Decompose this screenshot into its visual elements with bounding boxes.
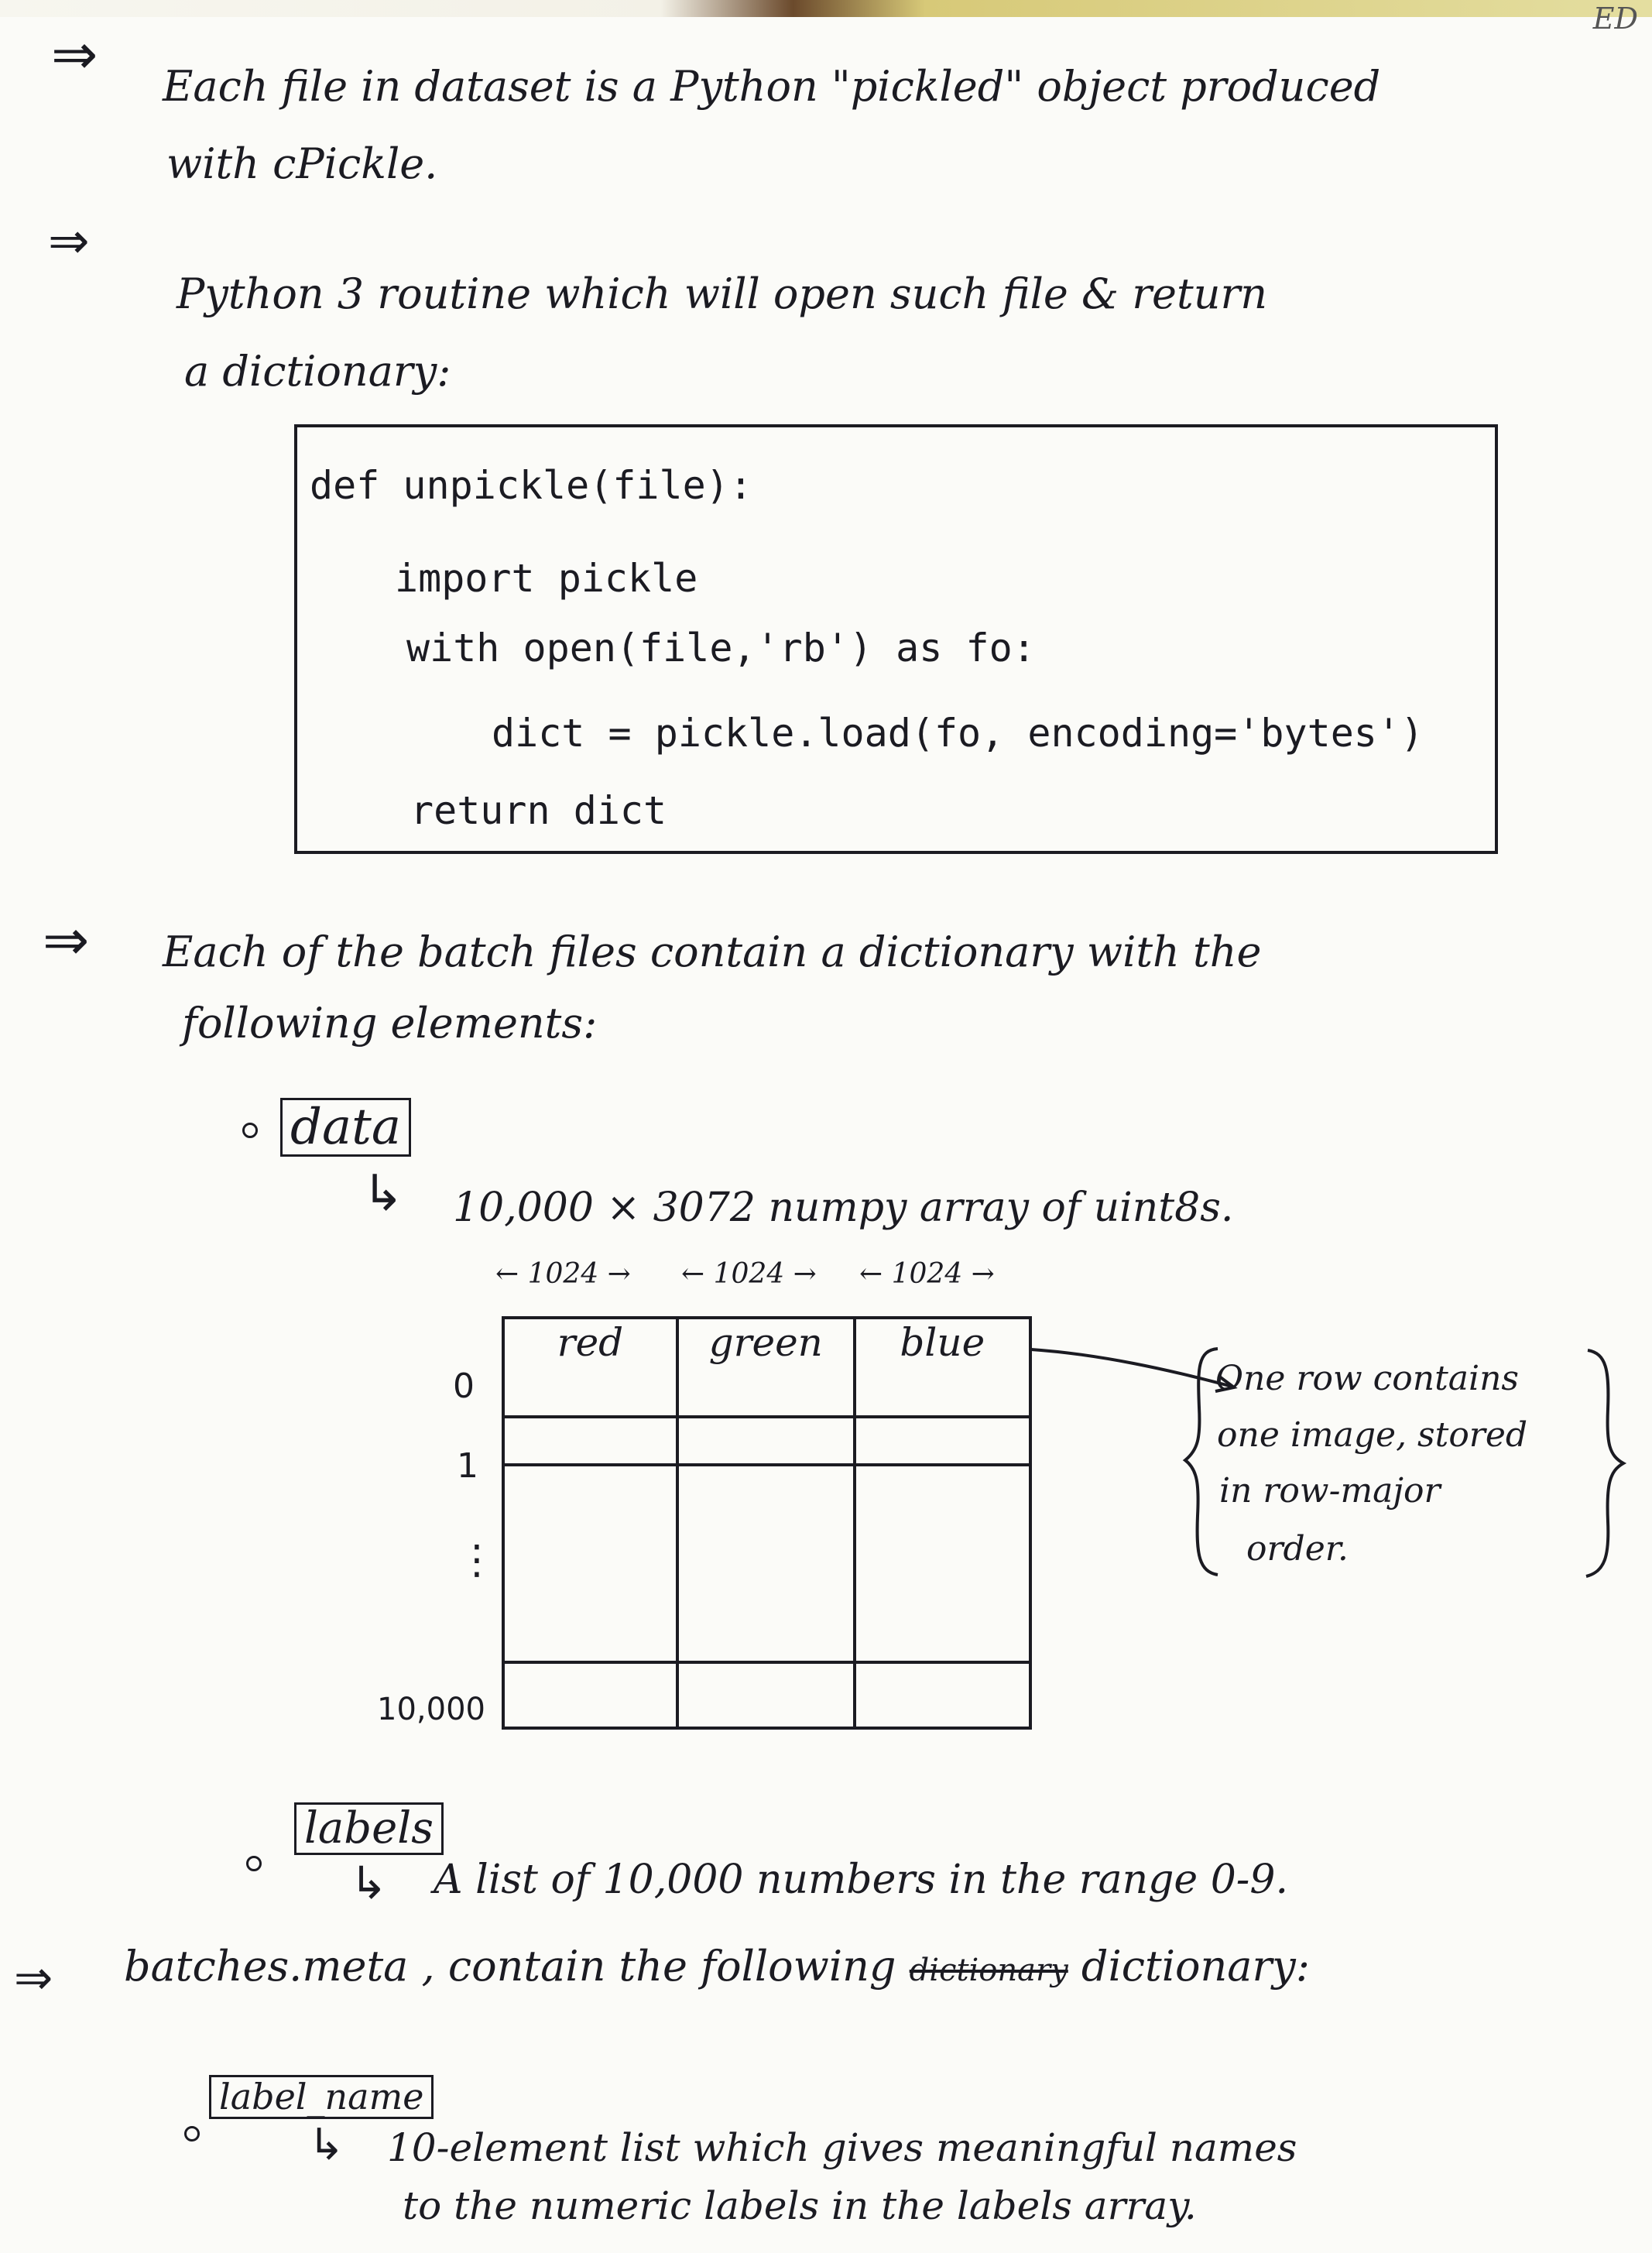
code-line: def unpickle(file): xyxy=(310,463,752,508)
bullet xyxy=(242,1123,258,1138)
page-corner-mark: ED xyxy=(1592,2,1638,36)
note-line: in row-major xyxy=(1219,1471,1441,1511)
table-row xyxy=(502,1463,1033,1664)
batch-line-2: following elements: xyxy=(182,999,598,1048)
implies-arrow: ⇒ xyxy=(51,22,98,87)
corner-arrow-icon: ↳ xyxy=(350,1857,388,1909)
row-index: ⋮ xyxy=(457,1537,497,1583)
code-line: import pickle xyxy=(395,556,698,601)
column-header: blue xyxy=(852,1316,1033,1418)
batch-line-1: Each of the batch files contain a dictio… xyxy=(163,928,1262,976)
routine-line-1: Python 3 routine which will open such fi… xyxy=(177,269,1268,318)
left-brace xyxy=(1182,1347,1218,1576)
column-blue-label: blue xyxy=(900,1320,985,1365)
corner-arrow-icon: ↳ xyxy=(362,1165,404,1223)
column-red-label: red xyxy=(557,1320,624,1365)
dimension-label: ← 1024 → xyxy=(495,1258,631,1290)
dimension-label: ← 1024 → xyxy=(859,1258,995,1290)
implies-arrow: ⇒ xyxy=(43,907,90,972)
code-line: dict = pickle.load(fo, encoding='bytes') xyxy=(492,711,1424,756)
implies-arrow: ⇒ xyxy=(14,1951,53,2005)
bullet xyxy=(184,2126,200,2142)
meta-text-after: dictionary: xyxy=(1081,1942,1310,1991)
bullet xyxy=(246,1856,262,1871)
column-header: red xyxy=(502,1316,679,1418)
row-index: 0 xyxy=(453,1367,475,1406)
labels-description: A list of 10,000 numbers in the range 0-… xyxy=(434,1857,1288,1903)
implies-arrow: ⇒ xyxy=(48,213,90,270)
meta-line: batches.meta , contain the following dic… xyxy=(124,1942,1310,1991)
label-names-line-1: 10-element list which gives meaningful n… xyxy=(387,2125,1297,2170)
labels-label-box: labels xyxy=(294,1802,444,1855)
column-green-label: green xyxy=(708,1320,823,1365)
corner-arrow-icon: ↳ xyxy=(308,2120,344,2170)
table-row xyxy=(502,1661,1033,1730)
column-header: green xyxy=(675,1316,856,1418)
data-label-box: data xyxy=(280,1098,411,1157)
label-names-line-2: to the numeric labels in the labels arra… xyxy=(403,2183,1197,2228)
right-brace xyxy=(1585,1349,1627,1578)
photo-top-edge xyxy=(0,0,1652,17)
data-description: 10,000 × 3072 numpy array of uint8s. xyxy=(453,1185,1234,1231)
intro-line-2: with cPickle. xyxy=(166,139,438,188)
note-line: order. xyxy=(1246,1529,1349,1569)
code-box xyxy=(294,424,1498,854)
dimension-label: ← 1024 → xyxy=(681,1258,817,1290)
intro-line-1: Each file in dataset is a Python "pickle… xyxy=(163,62,1381,111)
data-array-table: red green blue xyxy=(502,1316,1033,1730)
row-index: 1 xyxy=(457,1446,478,1486)
routine-line-2: a dictionary: xyxy=(184,347,451,396)
label-names-label-box: label_name xyxy=(209,2075,434,2119)
code-line: with open(file,'rb') as fo: xyxy=(406,626,1036,670)
note-arrow xyxy=(1030,1348,1238,1393)
note-line: one image, stored xyxy=(1217,1415,1528,1455)
table-row xyxy=(502,1415,1033,1466)
code-line: return dict xyxy=(410,788,667,833)
struck-word: dictionary xyxy=(909,1953,1068,1988)
note-line: One row contains xyxy=(1215,1359,1519,1398)
meta-text-before: batches.meta , contain the following xyxy=(124,1942,896,1991)
row-index: 10,000 xyxy=(377,1692,485,1727)
